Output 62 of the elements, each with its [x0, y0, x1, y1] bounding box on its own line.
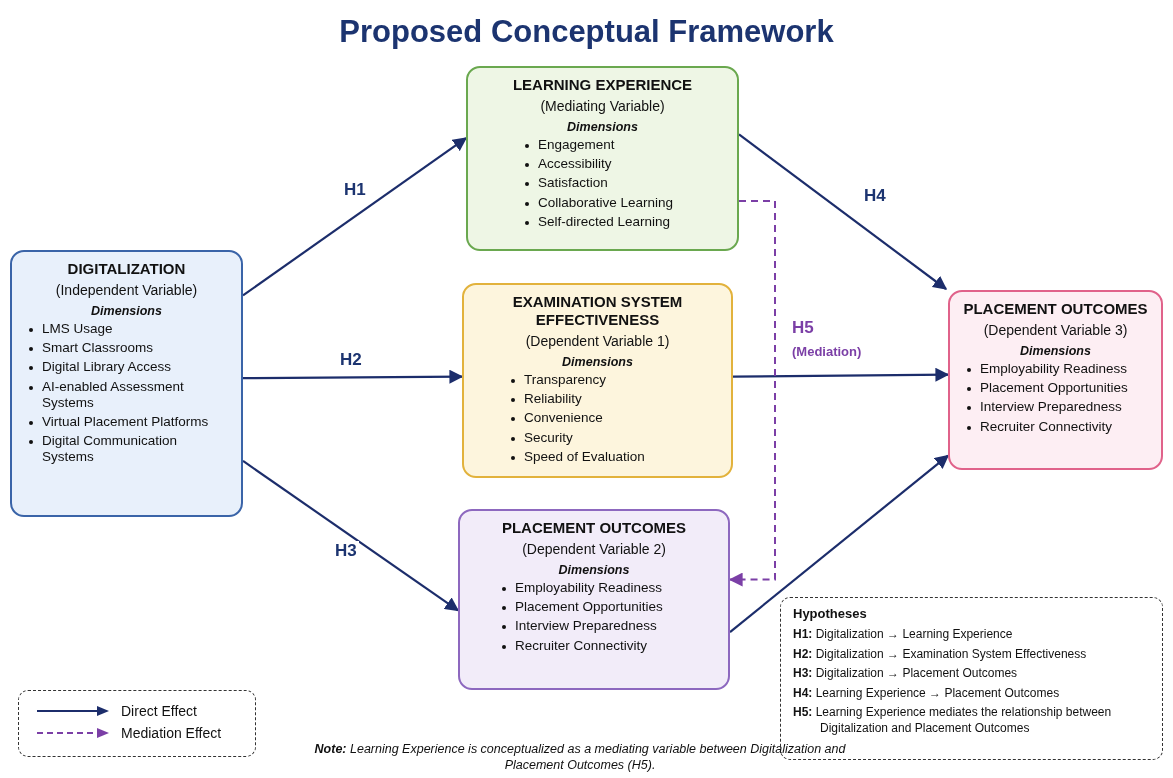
bullet-item: Digital Communication Systems: [42, 433, 178, 465]
bullet-item: Virtual Placement Platforms: [42, 413, 209, 429]
hypothesis-text: H3: Digitalization → Placement Outcomes: [793, 666, 1019, 682]
variable-box: [458, 509, 730, 690]
variable-type: (Dependent Variable 3): [982, 322, 1129, 338]
bullet-item: Collaborative Learning: [538, 194, 674, 210]
bullet-item: Convenience: [524, 410, 603, 426]
box-heading: DIGITALIZATION: [66, 260, 187, 278]
bullet-item: LMS Usage: [42, 321, 113, 336]
annotation-text: (Mediation): [792, 344, 862, 359]
legend-text: Mediation Effect: [121, 725, 222, 741]
variable-type: (Dependent Variable 1): [524, 333, 671, 349]
arrow: [243, 369, 464, 384]
legend-text: Direct Effect: [121, 703, 197, 719]
box-heading: PLACEMENT OUTCOMES: [962, 300, 1149, 318]
bullet-item: Engagement: [538, 137, 615, 152]
dimensions-heading: Dimensions: [557, 563, 631, 577]
variable-box: [462, 283, 733, 478]
arrow: [733, 367, 950, 382]
variable-box: [948, 290, 1163, 470]
bullet-item: Interview Preparedness: [980, 399, 1122, 415]
bullet-item: Recruiter Connectivity: [515, 637, 648, 653]
diagram-title: Proposed Conceptual Framework: [338, 14, 835, 50]
bullet-item: Recruiter Connectivity: [980, 418, 1113, 434]
hypothesis-text: H2: Digitalization → Examination System Effectiveness: [793, 646, 1088, 663]
hypothesis-text: H4: Learning Experience → Placement Outcomes: [793, 685, 1061, 702]
bullet-item: Reliability: [524, 391, 582, 407]
bullet-item: Speed of Evaluation: [524, 448, 645, 464]
bullet-item: Self-directed Learning: [538, 213, 671, 229]
arrow: [729, 454, 950, 633]
dimensions-heading: Dimensions: [561, 355, 634, 369]
arrow: [242, 137, 468, 297]
bullet-item: Transparency: [524, 372, 607, 387]
variable-type: (Independent Variable): [54, 282, 199, 298]
box-heading: PLACEMENT OUTCOMES: [500, 519, 688, 537]
hypothesis-text: H1: Digitalization → Learning Experience: [793, 627, 1014, 643]
variable-type: (Dependent Variable 2): [521, 541, 667, 557]
note-text: Note: Learning Experience is conceptualized as a mediating variable between Digitalization and Placement Outcomes (H5).: [313, 741, 847, 774]
box-heading: Hypotheses: [793, 606, 868, 621]
bullet-item: Placement Opportunities: [980, 380, 1128, 396]
bullet-item: AI-enabled Assessment Systems: [42, 378, 184, 410]
bullet-item: Satisfaction: [538, 175, 608, 191]
bullet-item: Accessibility: [538, 156, 612, 172]
dimensions-heading: Dimensions: [90, 304, 163, 318]
bullet-item: Digital Library Access: [42, 359, 172, 375]
bullet-item: Smart Classrooms: [42, 340, 154, 356]
bullet-item: Interview Preparedness: [515, 618, 657, 634]
bullet-item: Employability Readiness: [515, 580, 663, 595]
bullet-item: Placement Opportunities: [515, 599, 663, 615]
dashed-arrow: [728, 200, 776, 587]
hypothesis-text: H5: Learning Experience mediates the relationship between Digitalization and Placement Outcomes: [793, 705, 1113, 737]
box-heading: LEARNING EXPERIENCE: [511, 76, 694, 94]
variable-type: (Mediating Variable): [539, 98, 666, 114]
arrow: [738, 133, 948, 290]
bullet-item: Security: [524, 429, 573, 445]
arrow: [242, 460, 460, 612]
box-heading: EXAMINATION SYSTEM EFFECTIVENESS: [511, 293, 684, 329]
variable-box: [10, 250, 243, 517]
bullet-item: Employability Readiness: [980, 361, 1128, 376]
variable-box: [466, 66, 739, 251]
dimensions-heading: Dimensions: [566, 120, 639, 134]
dimensions-heading: Dimensions: [1019, 344, 1092, 358]
